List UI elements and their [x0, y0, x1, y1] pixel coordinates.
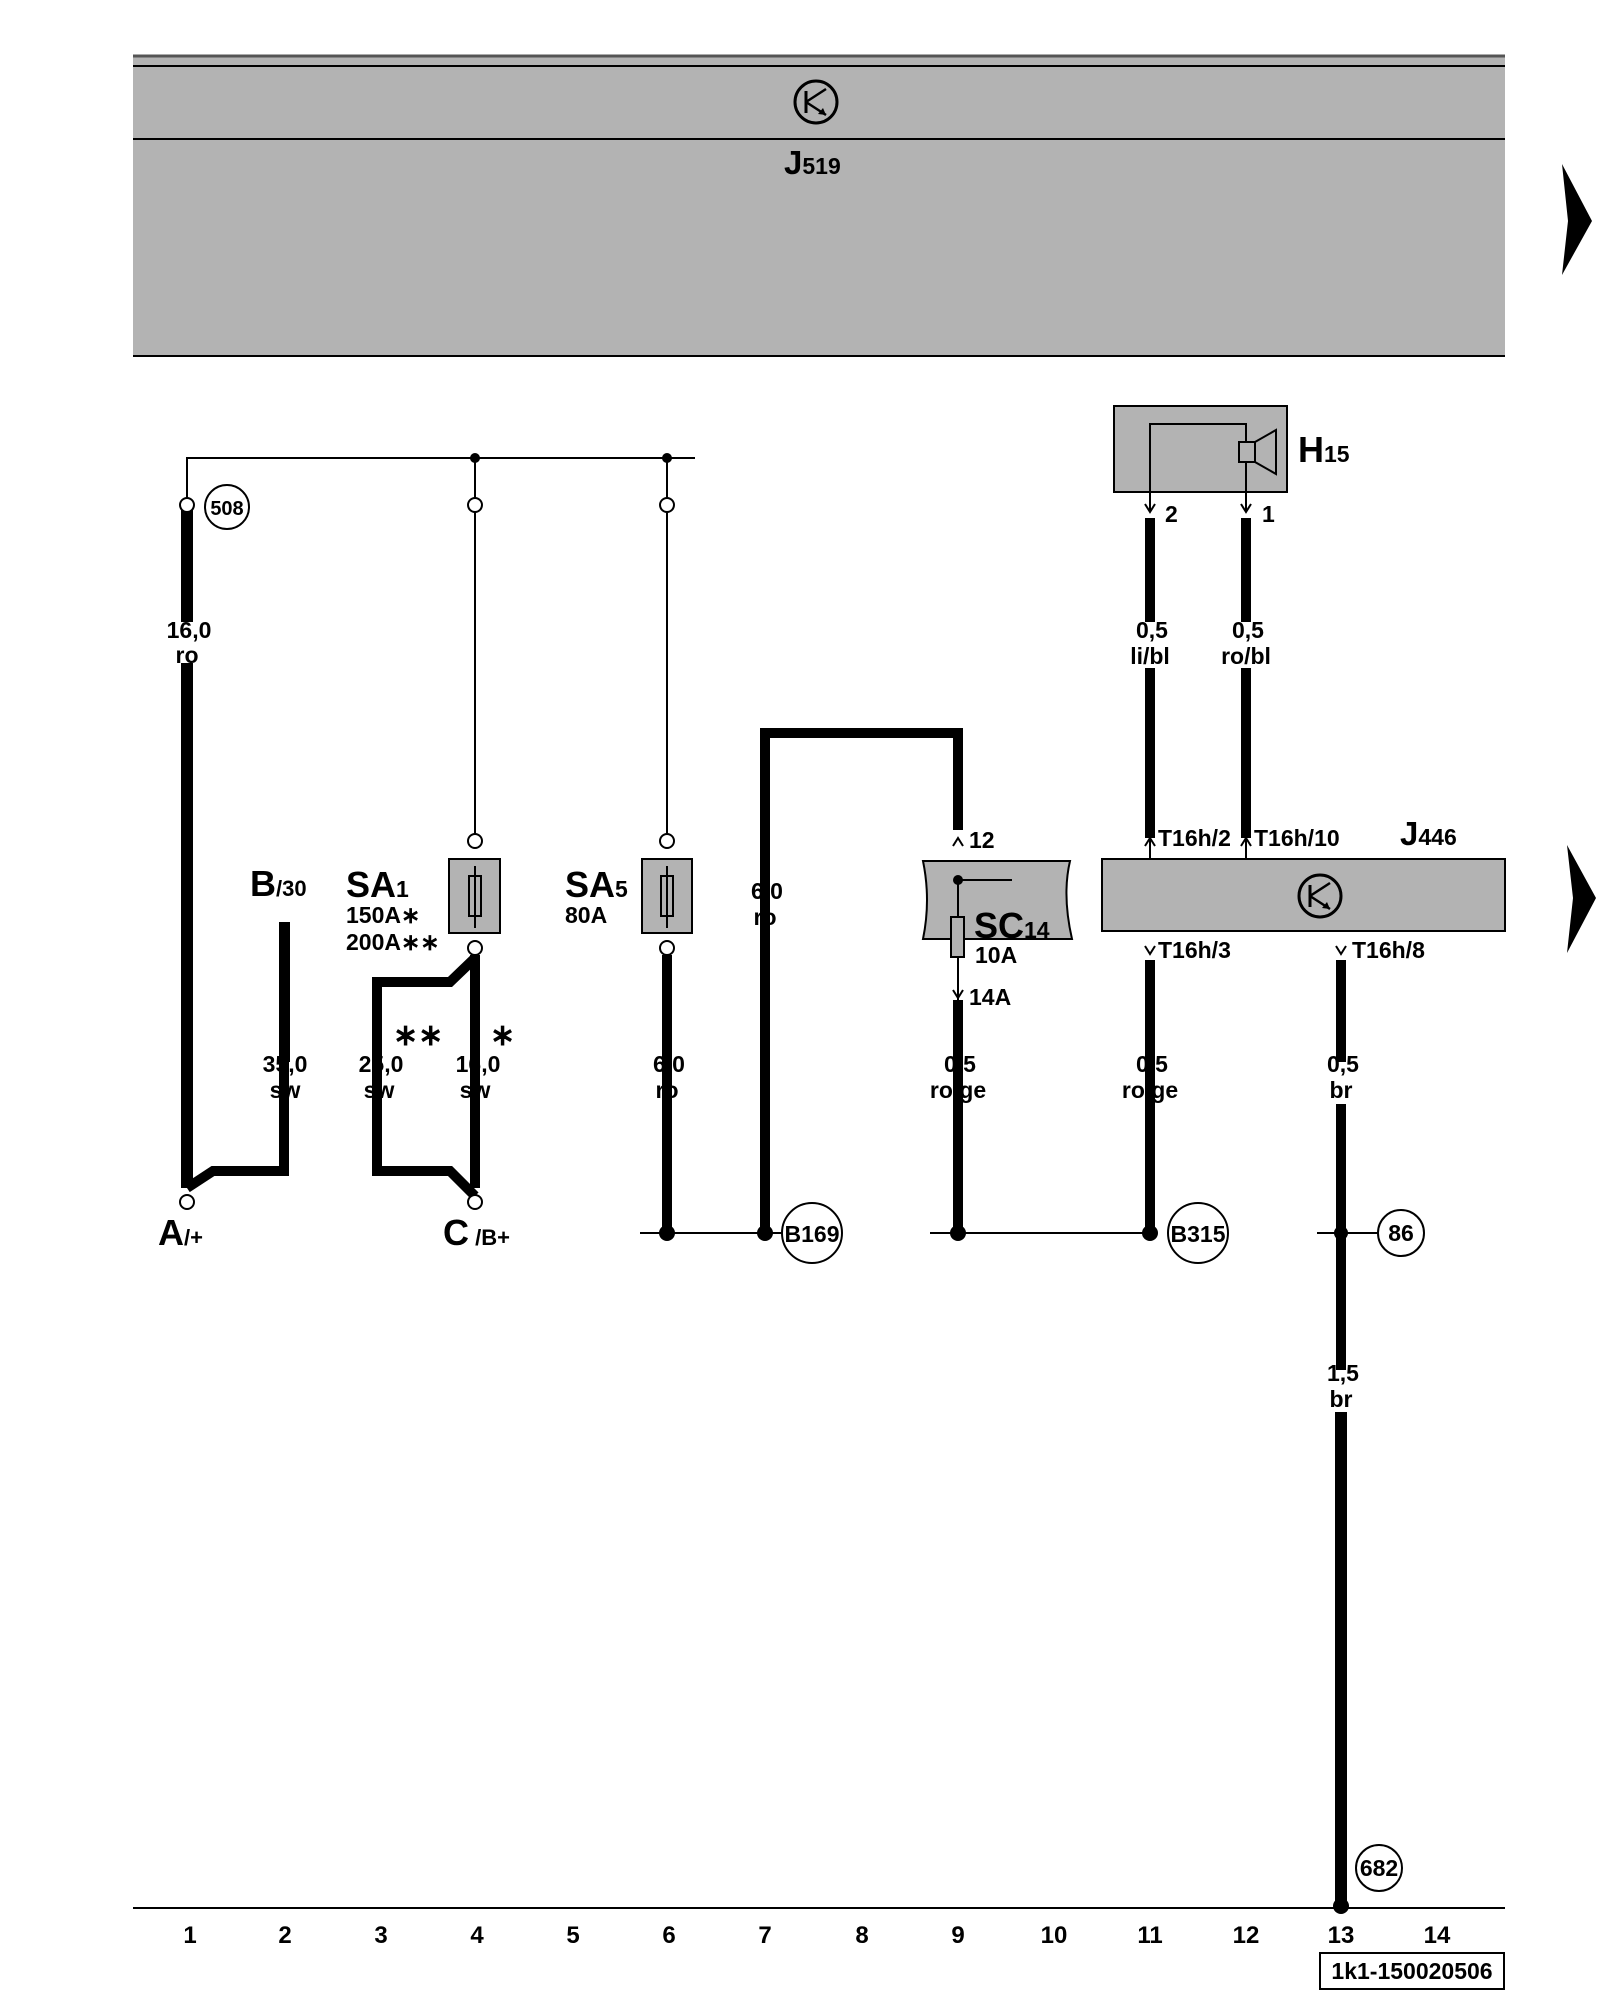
svg-text:ro: ro	[754, 904, 777, 930]
svg-text:li/bl: li/bl	[1130, 643, 1170, 669]
svg-text:br: br	[1330, 1386, 1353, 1412]
svg-text:ro: ro	[656, 1077, 679, 1103]
svg-text:200A∗∗: 200A∗∗	[346, 929, 440, 955]
svg-text:ro/ge: ro/ge	[930, 1077, 986, 1103]
svg-text:16,0: 16,0	[167, 617, 212, 643]
grid-number: 4	[470, 1922, 484, 1949]
grid-number: 14	[1424, 1922, 1451, 1949]
svg-text:2: 2	[1165, 501, 1178, 527]
sa1-label: SA1	[346, 864, 409, 905]
grid-number: 8	[855, 1922, 868, 1949]
svg-text:0,5: 0,5	[1232, 617, 1264, 643]
svg-text:6,0: 6,0	[653, 1051, 685, 1077]
grid-number: 2	[278, 1922, 291, 1949]
svg-text:ro/bl: ro/bl	[1221, 643, 1271, 669]
svg-text:10A: 10A	[975, 942, 1017, 968]
grid-number: 12	[1233, 1922, 1260, 1949]
svg-text:86: 86	[1388, 1220, 1414, 1246]
connection-b315	[1167, 1202, 1229, 1264]
horn-icon	[1254, 428, 1277, 476]
grid-number: 1	[183, 1922, 196, 1949]
svg-text:16,0: 16,0	[456, 1051, 501, 1077]
fuse-sc14	[921, 860, 1074, 1233]
grid-number: 5	[566, 1922, 579, 1949]
svg-text:25,0: 25,0	[359, 1051, 404, 1077]
fuse-sa5	[641, 458, 693, 1232]
j519-label: J519	[784, 144, 841, 181]
wire-column-1: 508 16,0 ro	[167, 484, 289, 1210]
grid-number: 7	[758, 1922, 771, 1949]
connection-682	[1355, 1844, 1403, 1892]
grid-number: 3	[374, 1922, 387, 1949]
svg-text:0,5: 0,5	[1136, 1051, 1168, 1077]
svg-text:T16h/8: T16h/8	[1352, 937, 1425, 963]
connection-508	[204, 484, 250, 530]
connection-86	[1377, 1209, 1425, 1257]
sa5-label: SA5	[565, 864, 628, 905]
svg-text:br: br	[1330, 1077, 1353, 1103]
svg-text:T16h/3: T16h/3	[1158, 937, 1231, 963]
svg-text:150A∗: 150A∗	[346, 902, 420, 928]
svg-text:ro/ge: ro/ge	[1122, 1077, 1178, 1103]
svg-text:1,5: 1,5	[1327, 1360, 1359, 1386]
grid-number: 9	[951, 1922, 964, 1949]
j446-label: J446	[1400, 815, 1457, 852]
svg-text:12: 12	[969, 827, 995, 853]
svg-text:682: 682	[1360, 1855, 1398, 1881]
control-unit-symbol-icon	[1297, 873, 1343, 919]
control-unit-symbol-icon	[793, 79, 839, 125]
svg-text:T16h/2: T16h/2	[1158, 825, 1231, 851]
svg-text:ro: ro	[176, 642, 199, 668]
sc14-label: SC14	[974, 905, 1050, 946]
h15-label: H15	[1298, 429, 1350, 470]
svg-text:sw: sw	[460, 1077, 491, 1103]
horn-h15	[1113, 405, 1288, 512]
connection-b169	[781, 1202, 843, 1264]
grid-number: 10	[1041, 1922, 1068, 1949]
continue-arrow-icon	[1562, 164, 1592, 275]
svg-text:∗∗: ∗∗	[393, 1019, 443, 1052]
svg-text:∗: ∗	[490, 1019, 515, 1052]
svg-text:80A: 80A	[565, 902, 607, 928]
svg-text:35,0: 35,0	[263, 1051, 308, 1077]
svg-text:sw: sw	[364, 1077, 395, 1103]
diagram-id: 1k1-150020506	[1331, 1958, 1492, 1984]
grid-number: 13	[1328, 1922, 1355, 1949]
j446-control-unit	[1101, 838, 1506, 932]
svg-text:1: 1	[1262, 501, 1275, 527]
terminal-c: C /B+	[443, 1212, 510, 1253]
j519-housing	[133, 56, 1505, 356]
svg-text:sw: sw	[270, 1077, 301, 1103]
svg-text:0,5: 0,5	[1327, 1051, 1359, 1077]
svg-text:14A: 14A	[969, 984, 1011, 1010]
j519-control-unit: J519	[133, 54, 1505, 357]
svg-text:T16h/10: T16h/10	[1254, 825, 1340, 851]
svg-text:508: 508	[210, 498, 243, 520]
svg-text:0,5: 0,5	[1136, 617, 1168, 643]
diagram-id-box	[1319, 1952, 1505, 1990]
terminal-b30: B/30	[250, 863, 307, 904]
grid-number: 6	[662, 1922, 675, 1949]
svg-text:B315: B315	[1171, 1221, 1226, 1247]
terminal-a: A/+	[158, 1212, 203, 1253]
bus-line	[186, 457, 695, 505]
svg-text:B169: B169	[785, 1221, 840, 1247]
svg-text:0,5: 0,5	[944, 1051, 976, 1077]
grid-number: 11	[1137, 1922, 1162, 1949]
fuse-sa1	[372, 458, 501, 1210]
continue-arrow-icon	[1567, 845, 1596, 953]
svg-text:6,0: 6,0	[751, 878, 783, 904]
